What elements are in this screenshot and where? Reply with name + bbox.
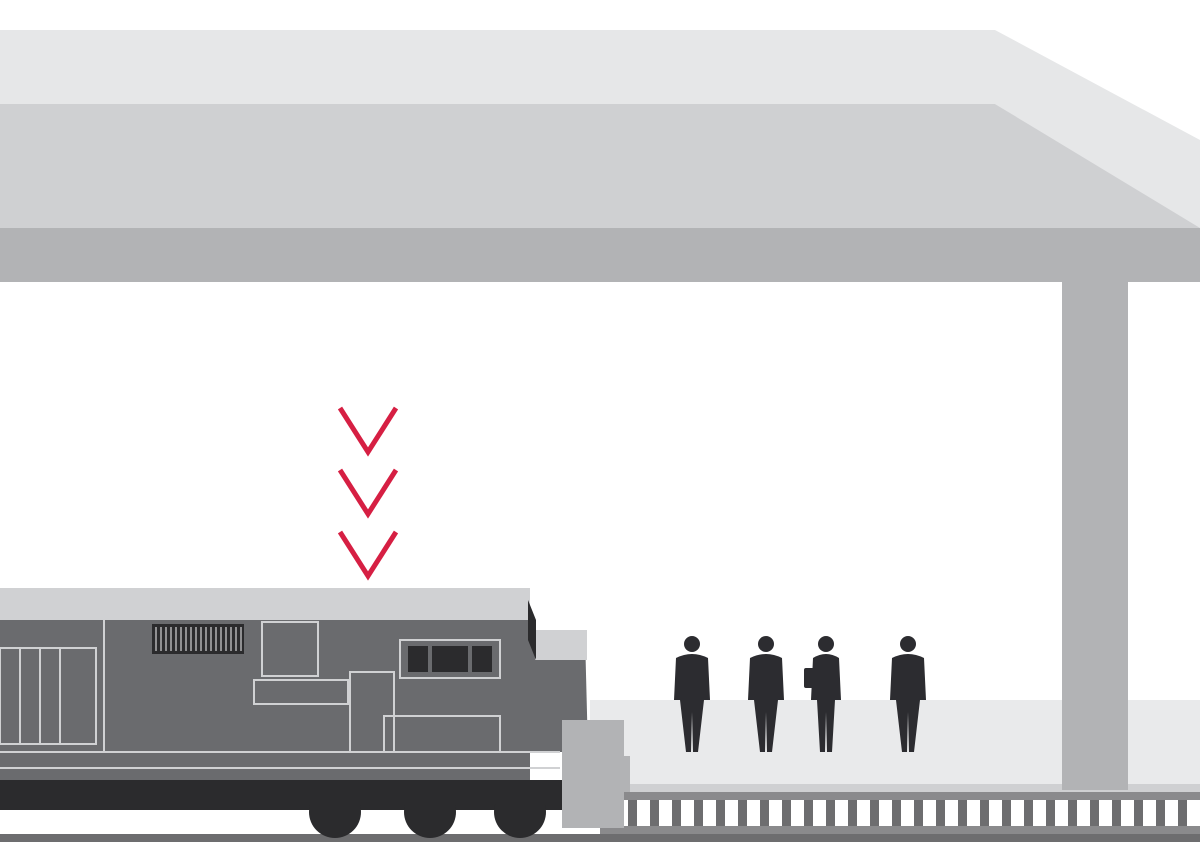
locomotive-truck-frame — [290, 786, 565, 804]
track-tie — [628, 800, 637, 826]
track-tie — [650, 800, 659, 826]
locomotive-coupler — [600, 756, 630, 792]
person-icon — [748, 636, 784, 752]
track-tie — [694, 800, 703, 826]
track-tie — [1002, 800, 1011, 826]
track-tie — [826, 800, 835, 826]
track-tie — [738, 800, 747, 826]
locomotive-panel-lines — [0, 620, 560, 769]
track-rail-bottom — [600, 826, 1200, 834]
track-tie — [1024, 800, 1033, 826]
locomotive-cab-window — [408, 646, 428, 672]
canopy-top-surface — [0, 30, 1200, 230]
track-bed — [0, 834, 1200, 842]
locomotive-cab-window — [472, 646, 492, 672]
track-tie — [848, 800, 857, 826]
person-icon — [674, 636, 710, 752]
person-icon — [890, 636, 926, 752]
chevron-down-icon — [337, 468, 399, 519]
track-tie — [1178, 800, 1187, 826]
track-tie — [716, 800, 725, 826]
track-tie — [760, 800, 769, 826]
track-tie — [870, 800, 879, 826]
track-tie — [980, 800, 989, 826]
track-ties — [606, 800, 1187, 826]
track-tie — [1068, 800, 1077, 826]
person-icon — [804, 636, 841, 752]
track-tie — [1156, 800, 1165, 826]
locomotive-cab-window — [432, 646, 468, 672]
vent-grille-slats — [155, 627, 242, 651]
canopy-underside — [0, 104, 1200, 230]
track-tie — [804, 800, 813, 826]
chevron-down-icon — [337, 406, 399, 457]
diesel-locomotive — [0, 588, 630, 838]
track-tie — [782, 800, 791, 826]
track-tie — [936, 800, 945, 826]
track-tie — [914, 800, 923, 826]
waiting-passengers — [674, 636, 926, 752]
locomotive-roof — [0, 588, 530, 620]
track-tie — [892, 800, 901, 826]
canopy-support-column — [1062, 282, 1128, 790]
track-tie — [672, 800, 681, 826]
track-rail-top — [600, 792, 1200, 800]
platform-edge — [590, 784, 1200, 792]
station-canopy — [0, 30, 1200, 282]
railway-track — [0, 792, 1200, 842]
locomotive-windshield — [528, 600, 536, 660]
canopy-beam — [0, 228, 1200, 282]
locomotive-long-hood — [0, 618, 530, 780]
track-tie — [1112, 800, 1121, 826]
locomotive-vent-grille — [152, 624, 244, 654]
track-tie — [958, 800, 967, 826]
track-tie — [1134, 800, 1143, 826]
track-tie — [1090, 800, 1099, 826]
track-tie — [1046, 800, 1055, 826]
downward-chevron-arrows — [337, 406, 399, 581]
chevron-down-icon — [337, 530, 399, 581]
locomotive-cab-roof — [535, 630, 587, 660]
